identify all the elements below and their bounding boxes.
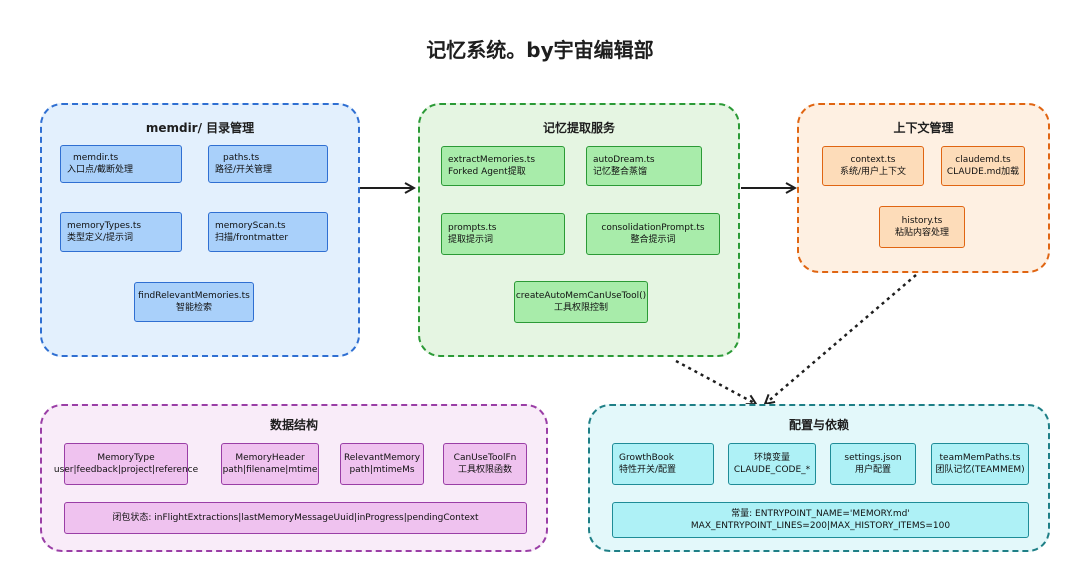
dotted-extract-to-config [675,359,756,404]
group-extract-title: 记忆提取服务 [542,121,615,135]
diagram-title: 记忆系统。by宇宙编辑部 [426,38,654,62]
group-memdir-title: memdir/ 目录管理 [145,121,255,135]
box-constants: 常量: ENTRYPOINT_NAME='MEMORY.md'MAX_ENTRY… [612,502,1029,538]
box-createautomemcanusetool: createAutoMemCanUseTool()工具权限控制 [514,281,648,323]
group-config-title: 配置与依赖 [788,418,849,432]
group-context-title: 上下文管理 [893,121,954,135]
box-closure-state: 闭包状态: inFlightExtractions|lastMemoryMess… [64,502,527,534]
dotted-context-to-config [765,274,917,404]
group-data-title: 数据结构 [269,418,318,432]
